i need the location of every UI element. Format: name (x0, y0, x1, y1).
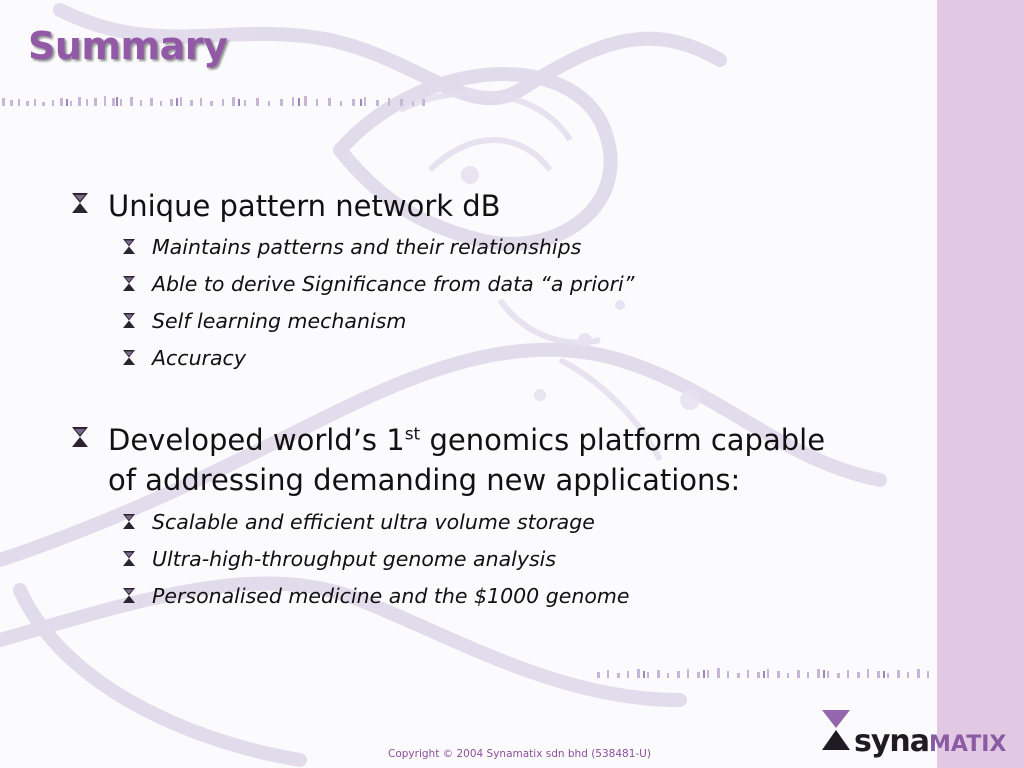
text-before-superscript: Developed world’s 1 (108, 423, 405, 457)
subitem-scalable-storage: Scalable and efficient ultra volume stor… (123, 509, 595, 535)
footer-dotted-band (597, 668, 929, 678)
subitem-personalised-medicine: Personalised medicine and the $1000 geno… (123, 583, 630, 609)
hourglass-logo-icon (822, 710, 850, 750)
subitem-text: Ultra-high-throughput genome analysis (152, 547, 557, 571)
side-accent-strip (937, 0, 1024, 768)
bullet-text: Developed world’s 1st genomics platform … (108, 420, 825, 500)
bullet-genomics-platform: Developed world’s 1st genomics platform … (72, 420, 825, 500)
subitem-genome-analysis: Ultra-high-throughput genome analysis (123, 546, 556, 572)
hourglass-bullet-icon (123, 514, 135, 529)
subitem-text: Accuracy (152, 346, 246, 370)
bullet-text-line1: Developed world’s 1st genomics platform … (108, 423, 825, 457)
subitem-text: Self learning mechanism (152, 309, 407, 333)
subitem-text: Personalised medicine and the $1000 geno… (152, 584, 630, 608)
copyright-notice: Copyright © 2004 Synamatix sdn bhd (5384… (388, 748, 651, 760)
subitem-self-learning: Self learning mechanism (123, 308, 406, 334)
logo-wordmark-syna: syna (854, 724, 930, 759)
logo-wordmark-matix: MATIX (929, 732, 1007, 757)
bullet-text-line2: of addressing demanding new applications… (108, 463, 741, 497)
bullet-unique-pattern-network: Unique pattern network dB (72, 186, 501, 226)
hourglass-bullet-icon (123, 350, 135, 365)
subitem-derive-significance: Able to derive Significance from data “a… (123, 271, 634, 297)
hourglass-bullet-icon (123, 551, 135, 566)
hourglass-bullet-icon (123, 313, 135, 328)
subitem-text: Maintains patterns and their relationshi… (152, 235, 582, 259)
hourglass-bullet-icon (72, 193, 88, 213)
hourglass-bullet-icon (123, 239, 135, 254)
subitem-accuracy: Accuracy (123, 345, 246, 371)
bullet-text: Unique pattern network dB (108, 189, 501, 223)
subitem-text: Scalable and efficient ultra volume stor… (152, 510, 595, 534)
subitem-maintains-patterns: Maintains patterns and their relationshi… (123, 234, 581, 260)
logo-wordmark: synaMATIX (854, 724, 1006, 759)
title-dotted-band (2, 96, 425, 106)
synamatix-logo: synaMATIX (818, 706, 1018, 766)
slide-content: Unique pattern network dB Maintains patt… (72, 186, 825, 609)
hourglass-bullet-icon (123, 276, 135, 291)
slide-title: Summary (28, 24, 228, 68)
hourglass-bullet-icon (72, 427, 88, 447)
hourglass-bullet-icon (123, 588, 135, 603)
subitem-text: Able to derive Significance from data “a… (152, 272, 635, 296)
text-after-superscript: genomics platform capable (420, 423, 826, 457)
ordinal-superscript: st (404, 424, 421, 445)
